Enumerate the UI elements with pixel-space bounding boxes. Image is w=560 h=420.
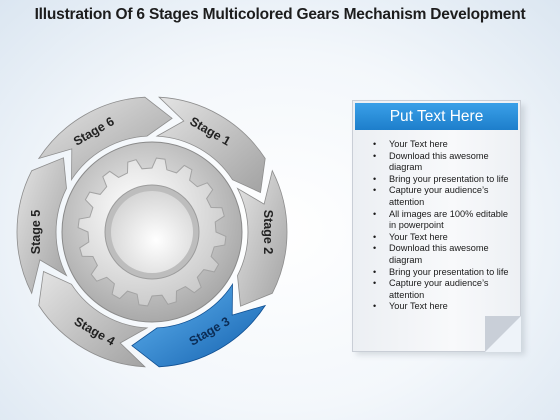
bullet-dot-icon: • (373, 231, 377, 242)
bullet-text: Your Text here (389, 301, 448, 312)
stage-arrow-3 (131, 282, 267, 368)
gear-icon (61, 141, 243, 323)
bullet-text: Capture your audience’s attention (389, 185, 489, 207)
bullet-item: • Your Text here (359, 301, 517, 313)
bullet-dot-icon: • (373, 185, 377, 196)
bullet-dot-icon: • (373, 243, 377, 254)
stage-arrow-2 (236, 169, 288, 307)
bullet-text: Download this awesome diagram (389, 243, 489, 265)
text-panel: Put Text Here • Your Text here • Download t… (352, 100, 525, 355)
stage-arrow-6 (37, 96, 173, 182)
bullet-text: Your Text here (389, 231, 448, 242)
bullet-dot-icon: • (373, 173, 377, 184)
bullet-item: • Your Text here (359, 232, 517, 244)
stage-label-2: Stage 2 (261, 210, 275, 255)
bullet-dot-icon: • (373, 208, 377, 219)
stage-arrow-4 (38, 270, 149, 368)
bullet-text: Bring your presentation to life (389, 266, 509, 277)
bullet-item: • Capture your audience’s attention (359, 185, 517, 208)
bullet-text: Bring your presentation to life (389, 173, 509, 184)
bullet-dot-icon: • (373, 278, 377, 289)
bullet-list: • Your Text here • Download this awesome di… (359, 139, 517, 313)
bullet-item: • Download this awesome diagram (359, 151, 517, 174)
stage-label-5: Stage 5 (29, 210, 43, 255)
bullet-dot-icon: • (373, 150, 377, 161)
bullet-text: Capture your audience’s attention (389, 278, 489, 300)
bullet-item: • Download this awesome diagram (359, 243, 517, 266)
bullet-item: • All images are 100% editable in powerpo… (359, 209, 517, 232)
bullet-text: All images are 100% editable in powerpoi… (389, 208, 508, 231)
bullet-item: • Bring your presentation to life (359, 267, 517, 279)
bullet-text: Your Text here (389, 139, 448, 149)
bullet-dot-icon: • (373, 301, 377, 312)
bullet-dot-icon: • (373, 139, 377, 149)
panel-header: Put Text Here (355, 103, 518, 130)
bullet-item: • Capture your audience’s attention (359, 278, 517, 301)
bullet-item: • Bring your presentation to life (359, 174, 517, 186)
panel-body: Put Text Here • Your Text here • Download t… (352, 100, 521, 352)
stage-arrow-5 (16, 157, 68, 295)
bullet-item: • Your Text here (359, 139, 517, 151)
bullet-text: Download this awesome diagram (389, 150, 489, 173)
gear-hub-hole (111, 191, 193, 273)
stage-arrow-1 (155, 96, 266, 194)
bullet-dot-icon: • (373, 266, 377, 277)
page-curl (485, 316, 521, 352)
page-title: Illustration Of 6 Stages Multicolored Ge… (34, 6, 526, 23)
